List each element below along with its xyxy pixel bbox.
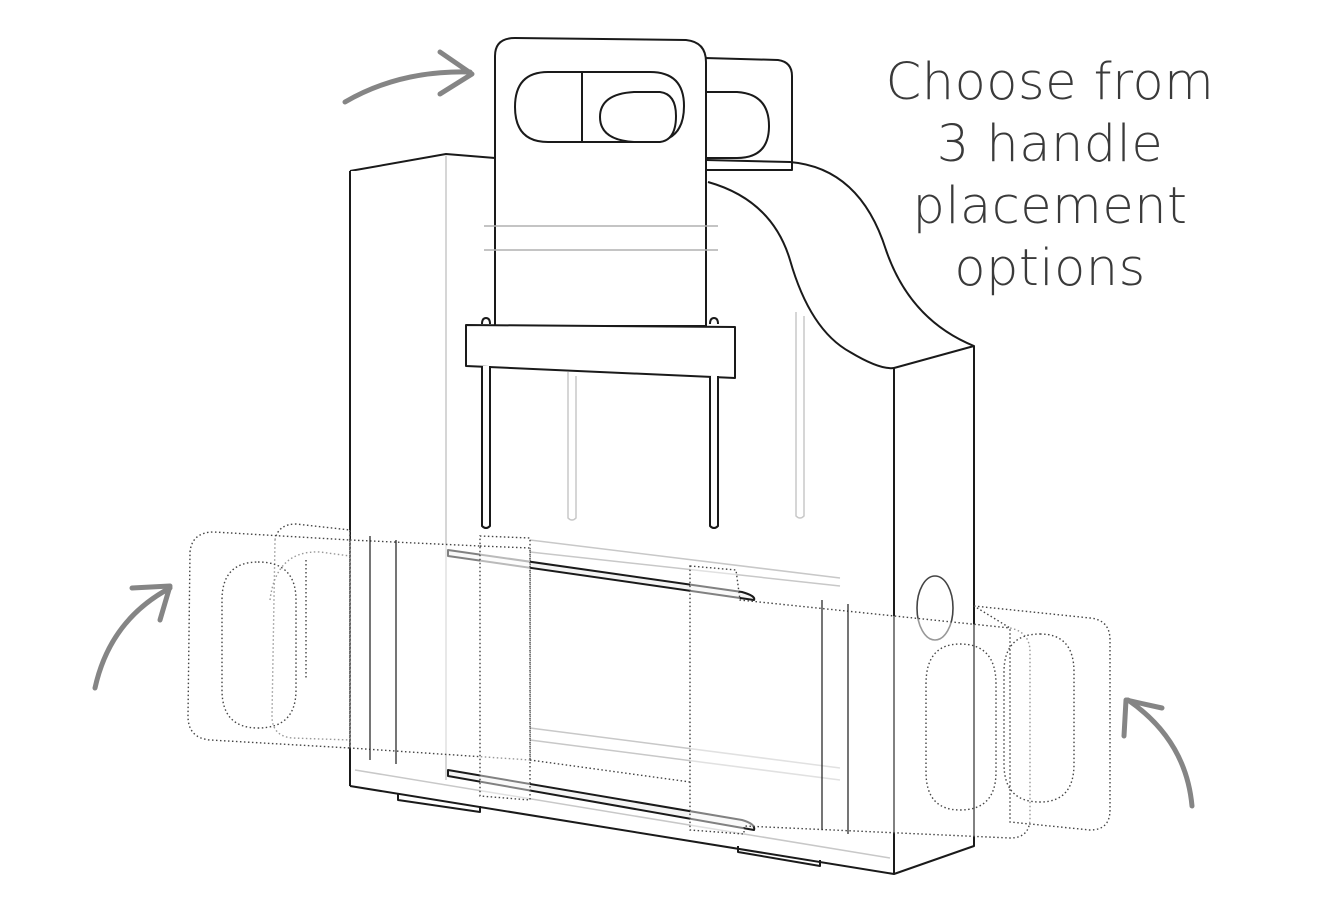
caption-line-4: options bbox=[954, 239, 1146, 298]
front-band bbox=[349, 535, 1031, 839]
caption-line-3: placement bbox=[912, 177, 1188, 236]
caption: Choose from 3 handle placement options bbox=[860, 52, 1240, 300]
box-body bbox=[349, 153, 975, 875]
caption-line-2: 3 handle bbox=[936, 115, 1164, 174]
top-handle bbox=[465, 37, 736, 529]
caption-line-1: Choose from bbox=[885, 53, 1215, 112]
right-side-handle bbox=[925, 605, 1111, 831]
right-handle-arrow bbox=[1121, 697, 1195, 809]
top-handle-arrow bbox=[342, 49, 475, 105]
back-top-handle bbox=[704, 57, 793, 171]
left-side-handle bbox=[187, 523, 351, 749]
left-handle-arrow bbox=[92, 583, 173, 691]
